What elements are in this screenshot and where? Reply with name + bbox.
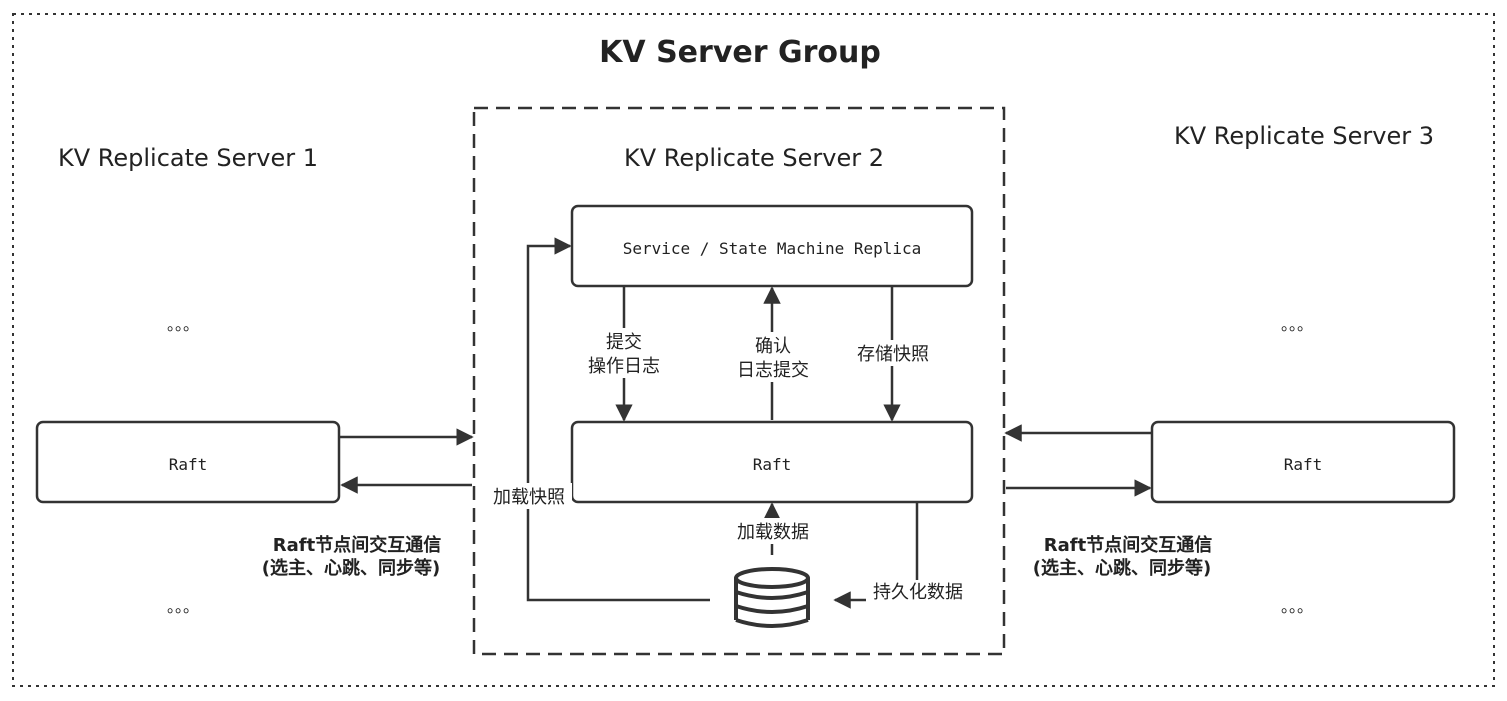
group-boundary [12,13,1495,687]
comm-label-left-2: (选主、心跳、同步等) [262,557,440,579]
comm-label-right-1: Raft节点间交互通信 [1044,534,1212,556]
server-2-boundary [472,106,1006,656]
server-1-label: KV Replicate Server 1 [58,144,318,172]
server-1-dots-top: 。。。 [167,315,199,334]
group-title: KV Server Group [599,35,881,70]
raft-label-server-3: Raft [1284,455,1323,474]
raft-box-server-2 [570,420,974,504]
server-3-dots-top: 。。。 [1281,315,1313,334]
comm-label-right-2: (选主、心跳、同步等) [1033,557,1211,579]
confirm-commit-label-1: 确认 [755,336,791,357]
server-2-label: KV Replicate Server 2 [624,144,884,172]
commit-log-label-1: 提交 [606,332,642,353]
commit-log-label-2: 操作日志 [588,356,660,377]
raft-label-server-2: Raft [753,455,792,474]
raft-box-server-1 [35,420,341,504]
server-3-dots-bottom: 。。。 [1281,597,1313,616]
store-snapshot-label: 存储快照 [857,344,929,365]
load-snapshot-arrow [526,237,710,602]
service-state-machine-label: Service / State Machine Replica [623,239,922,258]
confirm-commit-label-2: 日志提交 [737,360,809,381]
load-data-label: 加载数据 [737,522,809,543]
service-state-machine-box [570,204,974,288]
raft-label-server-1: Raft [169,455,208,474]
comm-label-left-1: Raft节点间交互通信 [273,534,441,556]
load-snapshot-label: 加载快照 [493,487,565,508]
persist-data-label: 持久化数据 [873,582,963,603]
raft-box-server-3 [1150,420,1456,504]
database-icon [734,567,810,628]
server-3-label: KV Replicate Server 3 [1174,122,1434,150]
server-1-dots-bottom: 。。。 [167,597,199,616]
